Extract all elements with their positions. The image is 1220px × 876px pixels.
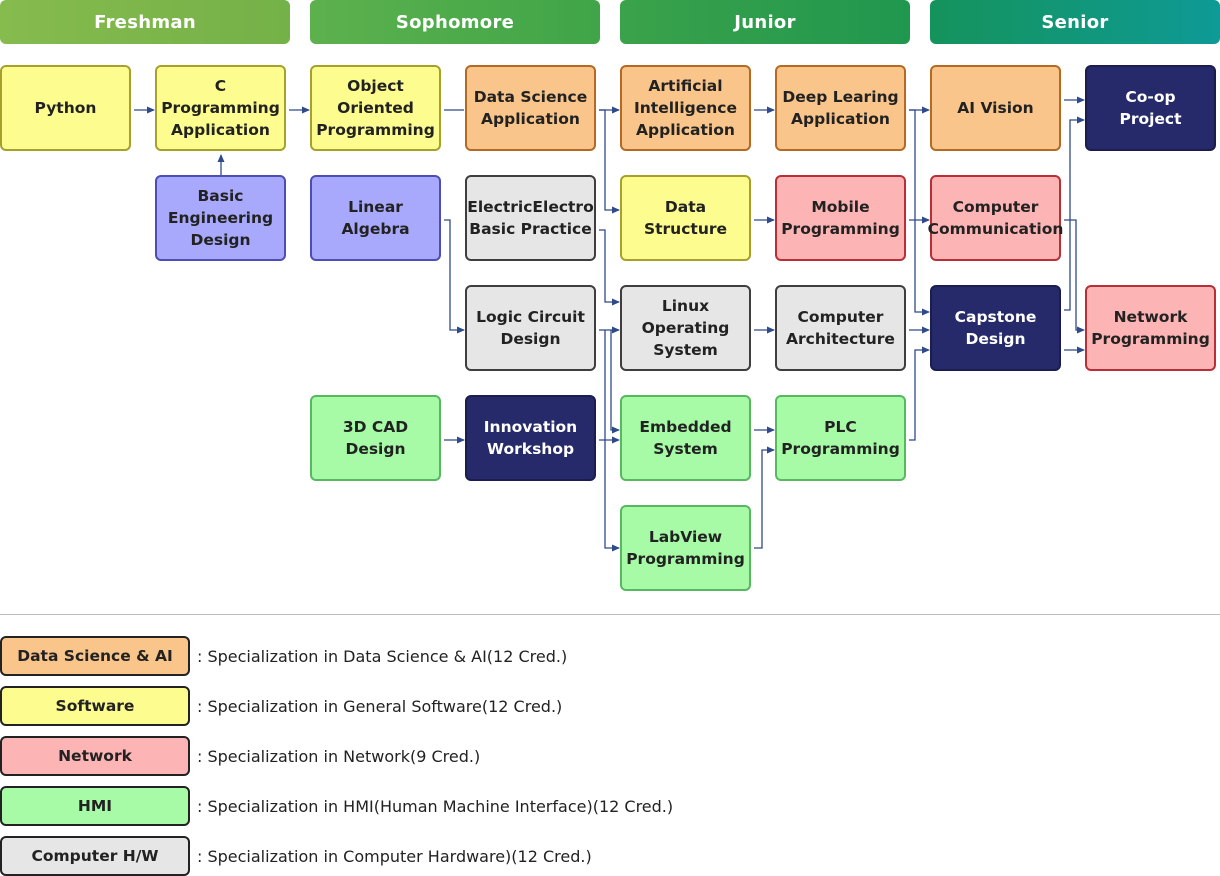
connector [1064, 116, 1085, 311]
legend-text-network: : Specialization in Network(9 Cred.) [197, 746, 481, 766]
connector [909, 346, 930, 441]
course-capstone-design: Capstone Design [930, 285, 1061, 371]
course-computer-communication: Computer Communication [928, 175, 1063, 261]
legend-swatch-hmi: HMI [0, 786, 190, 826]
course-python: Python [0, 65, 131, 151]
prerequisite-connectors [134, 96, 1085, 552]
year-sophomore: Sophomore [310, 0, 600, 44]
course-deep-learning-application: Deep Learing Application [775, 65, 906, 151]
legend-text-hmi: : Specialization in HMI(Human Machine In… [197, 796, 674, 816]
year-freshman: Freshman [0, 0, 290, 44]
connector [754, 446, 775, 549]
course-logic-circuit-design: Logic Circuit Design [465, 285, 596, 371]
legend-swatch-software: Software [0, 686, 190, 726]
connector [909, 109, 930, 316]
connector [599, 229, 620, 306]
legend-divider [0, 614, 1220, 615]
course-3d-cad-design: 3D CAD Design [310, 395, 441, 481]
course-innovation-workshop: Innovation Workshop [465, 395, 596, 481]
course-data-structure: Data Structure [620, 175, 751, 261]
connector [610, 330, 620, 434]
legend-swatch-computer-hw: Computer H/W [0, 836, 190, 876]
course-data-science-application: Data Science Application [465, 65, 596, 151]
course-electric-electro-basic-practice: ElectricElectro Basic Practice [465, 175, 596, 261]
legend-text-software: : Specialization in General Software(12 … [197, 696, 563, 716]
course-plc-programming: PLC Programming [775, 395, 906, 481]
course-network-programming: Network Programming [1085, 285, 1216, 371]
course-artificial-intelligence-application: Artificial Intelligence Application [620, 65, 751, 151]
connector [604, 330, 620, 552]
course-embedded-system: Embedded System [620, 395, 751, 481]
course-linux-operating-system: Linux Operating System [620, 285, 751, 371]
year-senior: Senior [930, 0, 1220, 44]
course-labview-programming: LabView Programming [620, 505, 751, 591]
connector [444, 219, 465, 334]
course-computer-architecture: Computer Architecture [775, 285, 906, 371]
connector [599, 109, 620, 214]
course-basic-engineering-design: Basic Engineering Design [155, 175, 286, 261]
year-junior: Junior [620, 0, 910, 44]
course-ai-vision: AI Vision [930, 65, 1061, 151]
legend-swatch-network: Network [0, 736, 190, 776]
connector [1064, 219, 1085, 334]
legend-swatch-data-science-ai: Data Science & AI [0, 636, 190, 676]
course-c-programming-application: C Programming Application [155, 65, 286, 151]
course-co-op-project: Co-op Project [1085, 65, 1216, 151]
course-object-oriented-programming: Object Oriented Programming [310, 65, 441, 151]
legend-text-computer-hw: : Specialization in Computer Hardware)(1… [197, 846, 592, 866]
course-linear-algebra: Linear Algebra [310, 175, 441, 261]
legend-text-data-science-ai: : Specialization in Data Science & AI(12… [197, 646, 568, 666]
course-mobile-programming: Mobile Programming [775, 175, 906, 261]
